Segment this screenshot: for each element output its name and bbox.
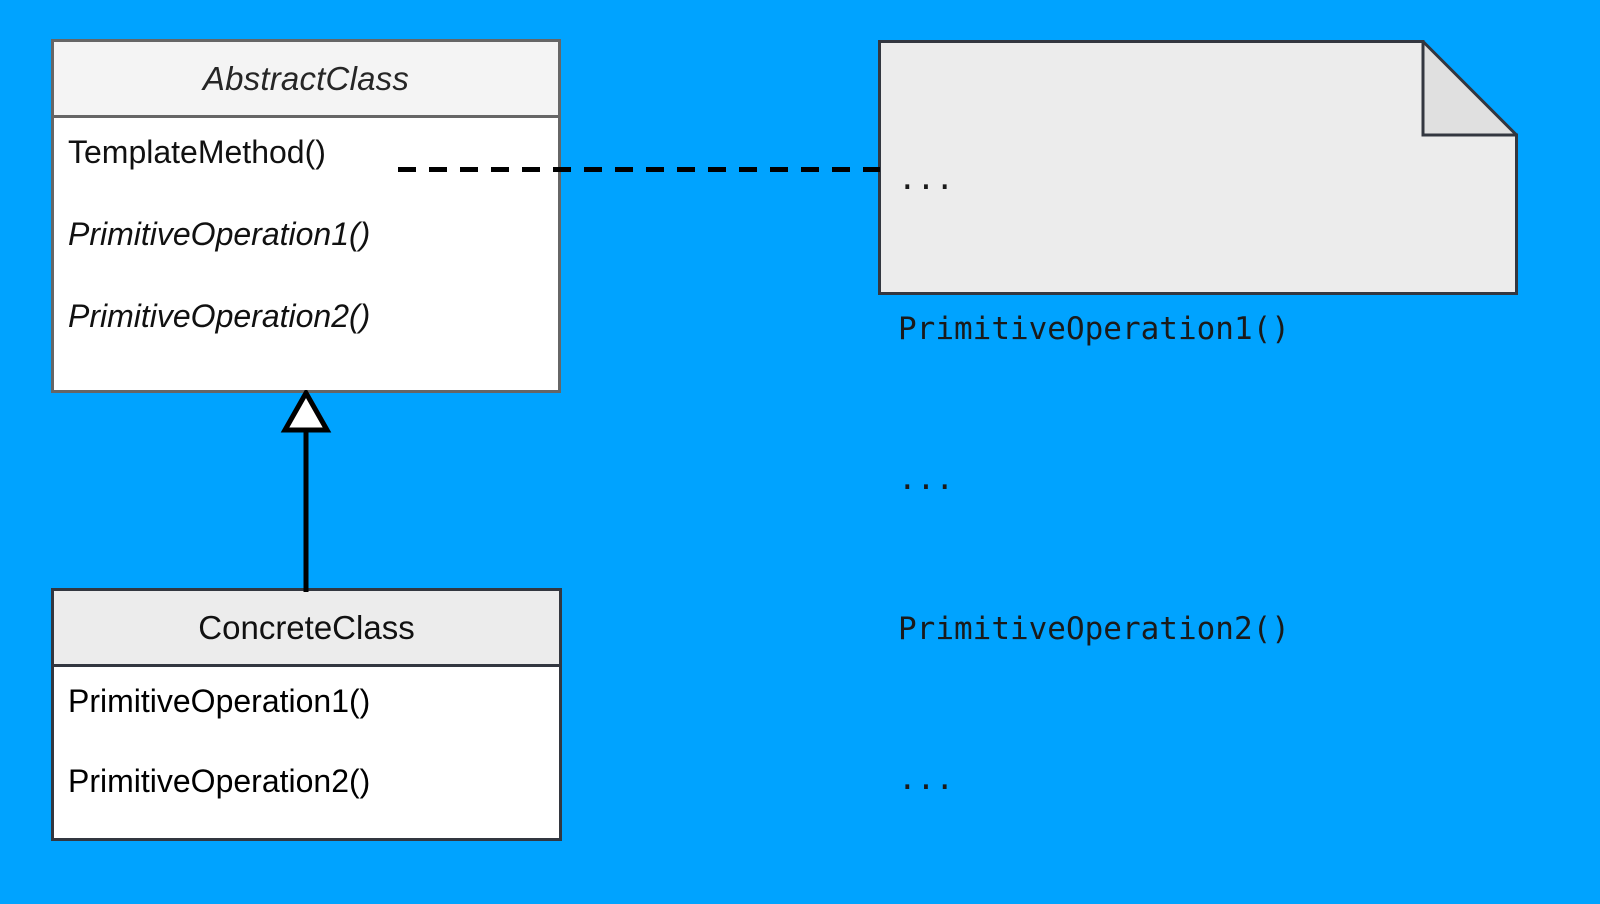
member-concrete-primitive-operation-1: PrimitiveOperation1(): [68, 683, 371, 719]
note-line-2: PrimitiveOperation1(): [898, 311, 1290, 347]
abstract-class-box[interactable]: AbstractClass TemplateMethod() Primitive…: [51, 39, 561, 393]
note-line-1: ...: [898, 161, 954, 197]
member-concrete-primitive-operation-2: PrimitiveOperation2(): [68, 763, 371, 799]
note-line-4: PrimitiveOperation2(): [898, 611, 1290, 647]
member-primitive-operation-1: PrimitiveOperation1(): [68, 216, 371, 252]
member-primitive-operation-2: PrimitiveOperation2(): [68, 298, 371, 334]
note-text: ... PrimitiveOperation1() ... PrimitiveO…: [898, 54, 1498, 904]
note-box[interactable]: ... PrimitiveOperation1() ... PrimitiveO…: [878, 40, 1518, 797]
note-link-connector: [398, 167, 880, 172]
note-line-5: ...: [898, 761, 954, 797]
note-shape-icon: [878, 40, 1518, 295]
abstract-class-members: TemplateMethod() PrimitiveOperation1() P…: [54, 118, 558, 390]
member-template-method: TemplateMethod(): [68, 134, 326, 170]
note-line-3: ...: [898, 461, 954, 497]
concrete-class-header: ConcreteClass: [54, 591, 559, 667]
abstract-class-header: AbstractClass: [54, 42, 558, 118]
hollow-triangle-arrowhead: [280, 390, 332, 433]
abstract-class-title: AbstractClass: [202, 59, 410, 97]
generalization-connector: [280, 390, 332, 592]
concrete-class-box[interactable]: ConcreteClass PrimitiveOperation1() Prim…: [51, 588, 562, 841]
concrete-class-members: PrimitiveOperation1() PrimitiveOperation…: [54, 667, 559, 838]
concrete-class-title: ConcreteClass: [198, 608, 415, 646]
